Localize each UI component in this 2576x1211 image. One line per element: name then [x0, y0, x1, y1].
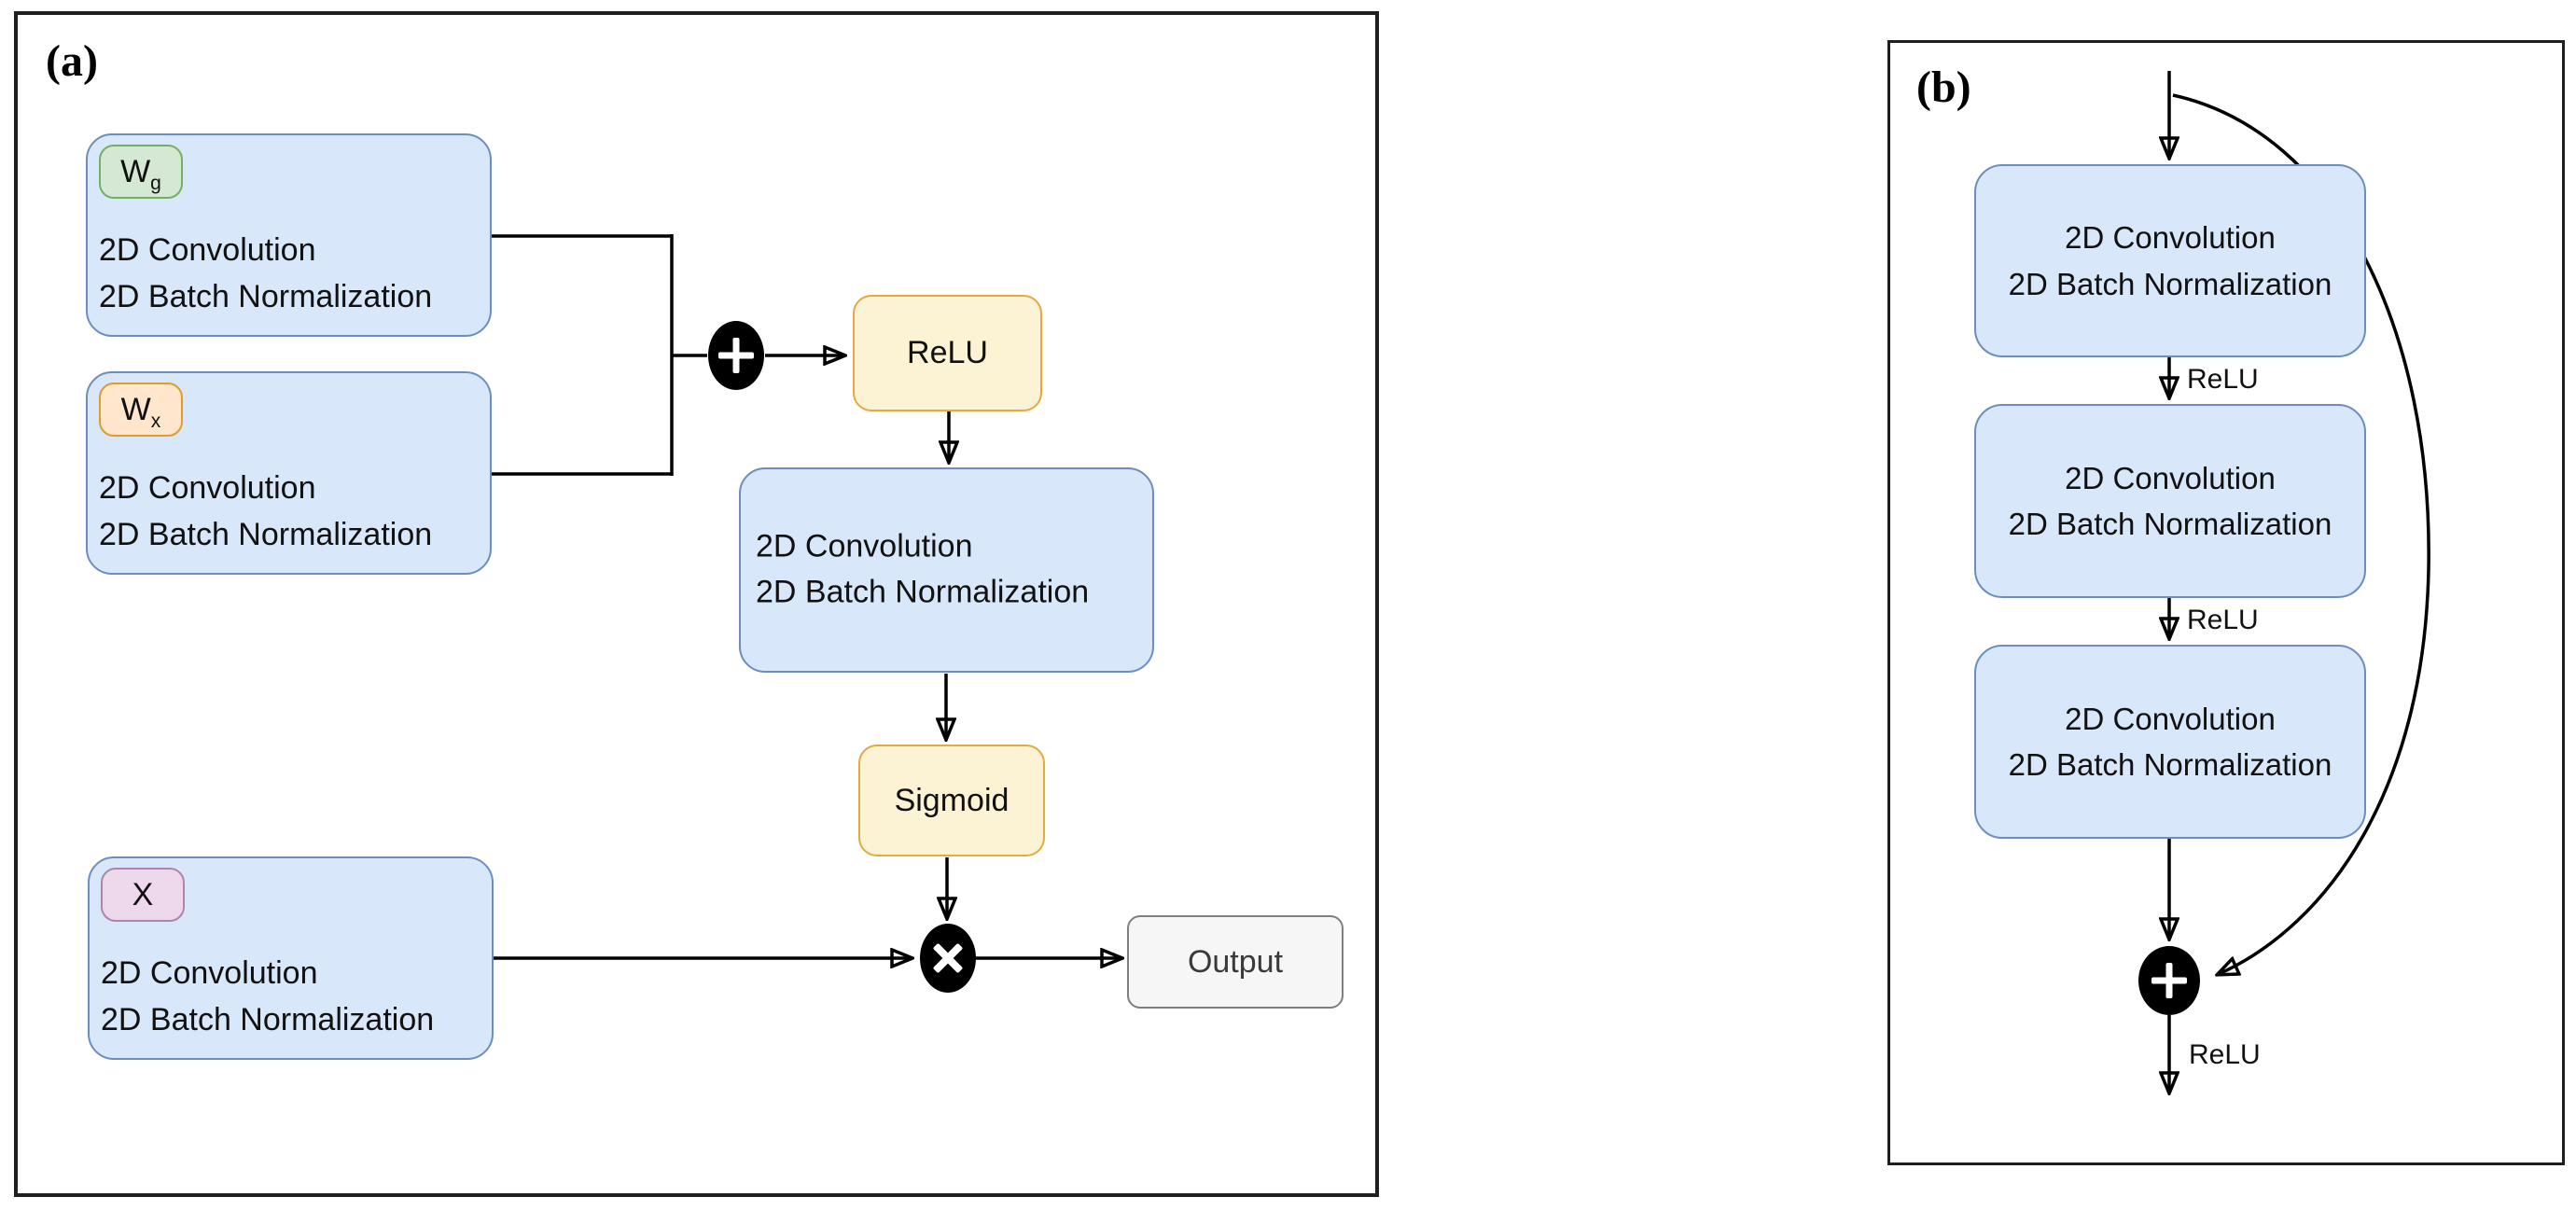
wx-conv-block: Wx 2D Convolution 2D Batch Normalization	[86, 371, 492, 575]
output-node: Output	[1127, 915, 1344, 1009]
x-conv-block: X 2D Convolution 2D Batch Normalization	[88, 856, 494, 1060]
residual-add-operator	[2138, 946, 2200, 1015]
panel-a: (a) Wg 2D Convolution 2D Batch Normaliza…	[14, 11, 1379, 1197]
wx-tag-label: Wx	[120, 391, 161, 432]
panel-a-label: (a)	[46, 36, 98, 86]
res-conv-block-1: 2D Convolution 2D Batch Normalization	[1974, 164, 2366, 357]
relu-label-1: ReLU	[2187, 364, 2259, 395]
wg-block-text: 2D Convolution 2D Batch Normalization	[99, 232, 433, 314]
x-block-text: 2D Convolution 2D Batch Normalization	[101, 955, 435, 1037]
x-tag-label: X	[132, 876, 154, 912]
wx-block-text: 2D Convolution 2D Batch Normalization	[99, 470, 433, 552]
sigmoid-node: Sigmoid	[858, 745, 1045, 856]
mid-conv-block: 2D Convolution 2D Batch Normalization	[739, 467, 1154, 673]
relu-label-3: ReLU	[2189, 1039, 2261, 1070]
wx-tag: Wx	[99, 383, 183, 437]
wg-tag-label: Wg	[120, 153, 161, 194]
res-conv-block-3: 2D Convolution 2D Batch Normalization	[1974, 645, 2366, 839]
relu-node: ReLU	[853, 295, 1042, 411]
res-conv-block-2: 2D Convolution 2D Batch Normalization	[1974, 404, 2366, 598]
wg-tag: Wg	[99, 145, 183, 199]
wg-conv-block: Wg 2D Convolution 2D Batch Normalization	[86, 133, 492, 337]
x-tag: X	[101, 868, 185, 922]
panel-b-label: (b)	[1916, 63, 1971, 112]
panel-b: (b) 2D Convolution 2D Batch Normalizatio…	[1887, 40, 2565, 1165]
multiply-operator	[920, 924, 976, 993]
mid-block-text: 2D Convolution 2D Batch Normalization	[756, 528, 1090, 610]
relu-label-2: ReLU	[2187, 605, 2259, 635]
add-operator	[708, 321, 764, 390]
